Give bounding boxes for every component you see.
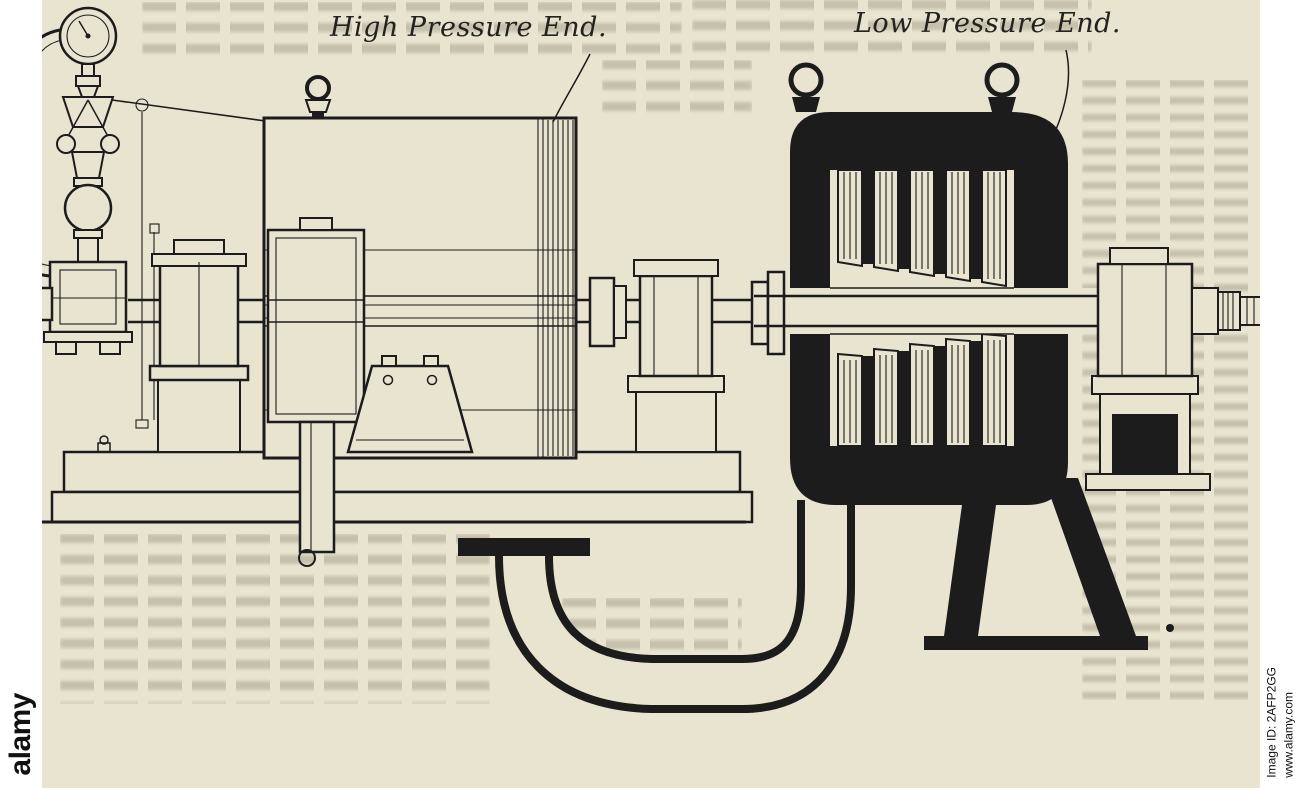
upper-blade-rows: [837, 169, 1007, 288]
lower-blade-rows: [837, 332, 1007, 447]
watermark-bar-left: alamy: [0, 0, 42, 788]
ghost-text-block: [142, 2, 682, 58]
left-bearing-pedestal: [128, 239, 266, 453]
lp-support-pedestal: [924, 478, 1174, 650]
compound-turbine-diagram: [42, 6, 1260, 713]
intermediate-bearing: [576, 259, 754, 453]
lifting-eyebolt-icon: [984, 62, 1020, 112]
low-pressure-casing: [750, 62, 1174, 650]
ghost-text-block: [60, 534, 490, 704]
watermark-info: Image ID: 2AFP2GG www.alamy.com: [1265, 667, 1296, 778]
exhaust-pipe: [458, 500, 855, 713]
watermark-bar-right: Image ID: 2AFP2GG www.alamy.com: [1260, 0, 1300, 788]
high-pressure-casing: [262, 75, 578, 567]
alamy-logo: alamy: [4, 693, 37, 776]
low-pressure-label: Low Pressure End.: [854, 8, 1121, 39]
image-id-text: Image ID: 2AFP2GG: [1264, 667, 1279, 778]
label-leader-lines: [552, 49, 1070, 155]
website-text: www.alamy.com: [1281, 692, 1296, 778]
right-bearing-and-shaft-end: [1085, 247, 1260, 491]
lifting-eyebolt-icon: [788, 62, 824, 112]
ghost-text-block: [602, 60, 752, 114]
high-pressure-label: High Pressure End.: [330, 12, 608, 43]
lifting-eyebolt-icon: [304, 75, 332, 118]
ghost-text-block: [692, 0, 1092, 56]
book-page: High Pressure End. Low Pressure End.: [42, 0, 1260, 788]
